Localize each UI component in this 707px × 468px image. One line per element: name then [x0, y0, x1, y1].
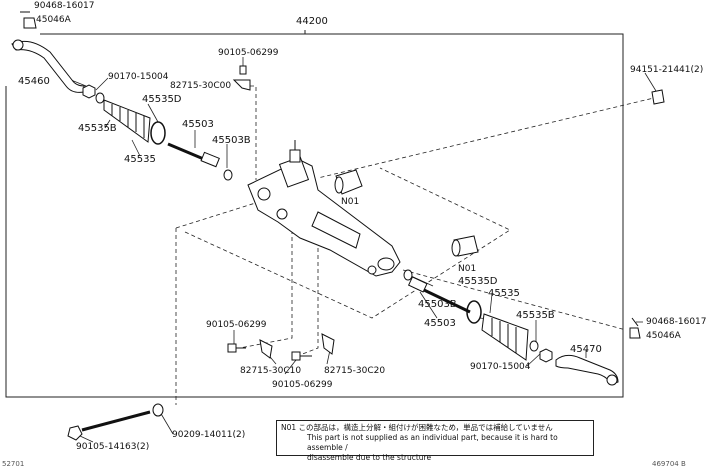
assembly-part-label: 44200	[296, 16, 328, 27]
part-label-45460: 45460	[18, 76, 50, 87]
claw-washer-left	[223, 169, 233, 181]
assembly-frame	[5, 33, 624, 398]
nut-left	[82, 84, 96, 99]
part-label-45535D-left: 45535D	[142, 94, 182, 105]
part-label-90105-06299-top: 90105-06299	[218, 48, 279, 58]
bushing-lower	[451, 235, 479, 257]
part-label-82715-30C00: 82715-30C00	[170, 81, 232, 91]
part-label-82715-30C20: 82715-30C20	[324, 366, 386, 376]
clamp-large-right	[466, 300, 482, 324]
note-english-line1: This part is not supplied as an individu…	[307, 433, 558, 452]
clamp-small-right	[529, 340, 539, 352]
part-label-45470: 45470	[570, 344, 602, 355]
steering-gear-housing	[247, 140, 401, 277]
part-label-45046A-left: 45046A	[36, 15, 71, 25]
long-bolt	[67, 410, 151, 441]
part-label-45503B-right: 45503B	[418, 299, 457, 310]
part-label-90105-06299-lower-right: 90105-06299	[272, 380, 333, 390]
part-label-45535-right: 45535	[488, 288, 520, 299]
part-label-82715-30C10: 82715-30C10	[240, 366, 302, 376]
castle-nut-left	[20, 11, 37, 29]
part-label-45503-left: 45503	[182, 119, 214, 130]
part-label-90468-16017-right: 90468-16017	[646, 317, 707, 327]
clamp-large-left	[150, 121, 166, 145]
part-label-45535B-right: 45535B	[516, 310, 555, 321]
clamp-small-left	[95, 92, 105, 104]
part-label-90170-15004-right: 90170-15004	[470, 362, 531, 372]
part-label-90105-06299-lower-left: 90105-06299	[206, 320, 267, 330]
part-label-45535D-right: 45535D	[458, 276, 498, 287]
nut-right	[539, 348, 553, 363]
boot-left	[103, 99, 151, 143]
rack-end-left	[167, 142, 220, 168]
castle-nut-right	[629, 317, 641, 339]
bracket-bolt-lower-left	[227, 339, 273, 359]
part-label-90105-14163: 90105-14163(2)	[76, 442, 150, 452]
bolt-upper	[232, 65, 251, 91]
part-label-N01-lower: N01	[458, 264, 477, 274]
part-label-45503-right: 45503	[424, 318, 456, 329]
note-box: N01 この部品は，構造上分解・組付けが困難なため，単品では補給していません T…	[276, 420, 594, 462]
tie-rod-end-right	[555, 354, 619, 386]
figure-id-left: 52701	[2, 460, 25, 468]
figure-id-right: 469704 B	[652, 460, 686, 468]
part-label-45535-left: 45535	[124, 154, 156, 165]
part-label-94151-21441: 94151-21441(2)	[630, 65, 704, 75]
rack-end-right	[407, 276, 471, 314]
boot-right	[481, 313, 529, 361]
part-label-45535B-left: 45535B	[78, 123, 117, 134]
part-label-N01-upper: N01	[341, 197, 360, 207]
part-label-45046A-right: 45046A	[646, 331, 681, 341]
nut-94151	[651, 89, 665, 105]
part-label-90468-16017-left: 90468-16017	[34, 1, 95, 11]
bushing-upper	[334, 169, 363, 195]
part-label-90170-15004-left: 90170-15004	[108, 72, 169, 82]
leader-lines	[175, 85, 659, 405]
note-english-line2: disassemble due to the structure	[307, 453, 432, 462]
part-label-45503B-left: 45503B	[212, 135, 251, 146]
bracket-bolt-lower-right	[291, 333, 335, 361]
claw-washer-right	[403, 269, 413, 281]
part-label-90209-14011: 90209-14011(2)	[172, 430, 246, 440]
washer-90209	[152, 403, 164, 417]
note-japanese: N01 この部品は，構造上分解・組付けが困難なため，単品では補給していません	[281, 423, 553, 432]
